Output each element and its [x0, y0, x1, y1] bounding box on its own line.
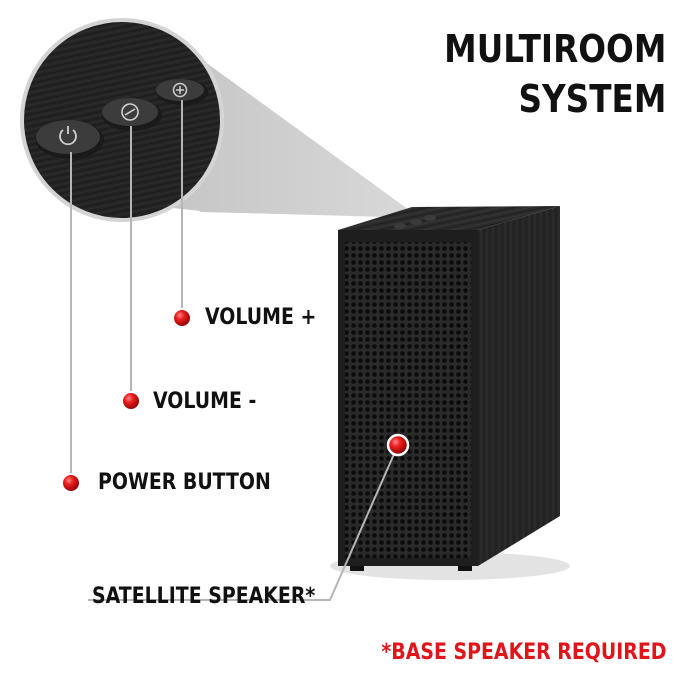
marker-power: [61, 473, 81, 493]
plus-icon: [172, 82, 188, 98]
label-volume-minus: VOLUME -: [153, 389, 257, 414]
title-line-1: MULTIROOM: [443, 27, 666, 71]
zoom-minus-button: [102, 98, 162, 131]
leader-satellite: [88, 444, 399, 601]
label-volume-plus: VOLUME +: [205, 305, 317, 330]
minus-icon: [121, 103, 139, 121]
speaker-grille: [345, 242, 471, 558]
leader-lines: [70, 100, 399, 601]
footnote-base-speaker: *BASE SPEAKER REQUIRED: [380, 640, 666, 665]
marker-volume-plus: [172, 308, 192, 328]
marker-volume-minus: [121, 391, 141, 411]
label-satellite-speaker: SATELLITE SPEAKER*: [92, 584, 316, 609]
speaker-side: [478, 206, 560, 566]
title-line-2: SYSTEM: [518, 77, 666, 121]
zoom-plus-button: [156, 79, 208, 105]
zoom-circle: [20, 18, 224, 222]
label-power-button: POWER BUTTON: [98, 470, 271, 495]
marker-satellite: [386, 433, 410, 457]
page-title: MULTIROOM SYSTEM: [444, 24, 666, 124]
power-icon: [59, 126, 77, 146]
speaker-top: [338, 206, 560, 230]
zoom-power-button: [36, 120, 104, 159]
